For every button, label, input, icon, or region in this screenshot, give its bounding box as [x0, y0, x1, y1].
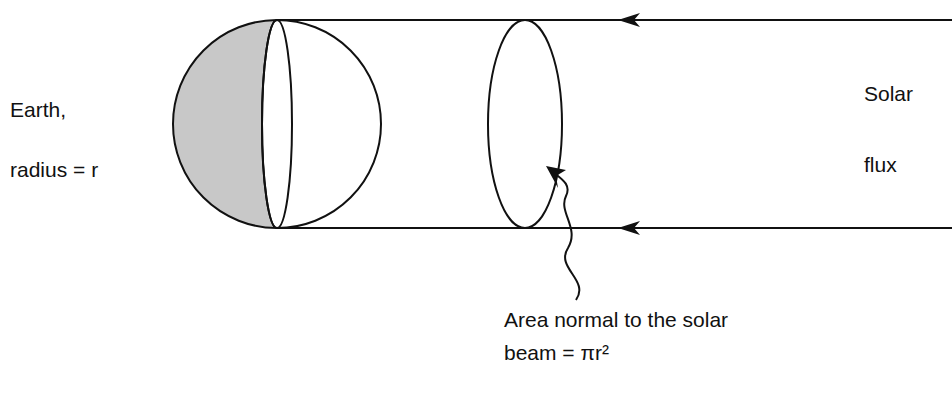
solar-flux-label: Solar flux — [864, 58, 926, 201]
area-label: Area normal to the solar beam = πr² — [504, 304, 749, 369]
beam-arrowhead — [618, 221, 640, 235]
radius-label: radius = r — [10, 156, 160, 183]
terminator-ellipse — [262, 20, 292, 228]
leader-line — [553, 172, 579, 300]
earth-label: Earth, — [10, 96, 160, 123]
beam-arrowhead — [618, 13, 640, 27]
leader-arrowhead — [546, 166, 566, 188]
cross-section-disc — [488, 20, 562, 228]
beam-line — [277, 19, 952, 21]
beam-line — [277, 227, 952, 229]
